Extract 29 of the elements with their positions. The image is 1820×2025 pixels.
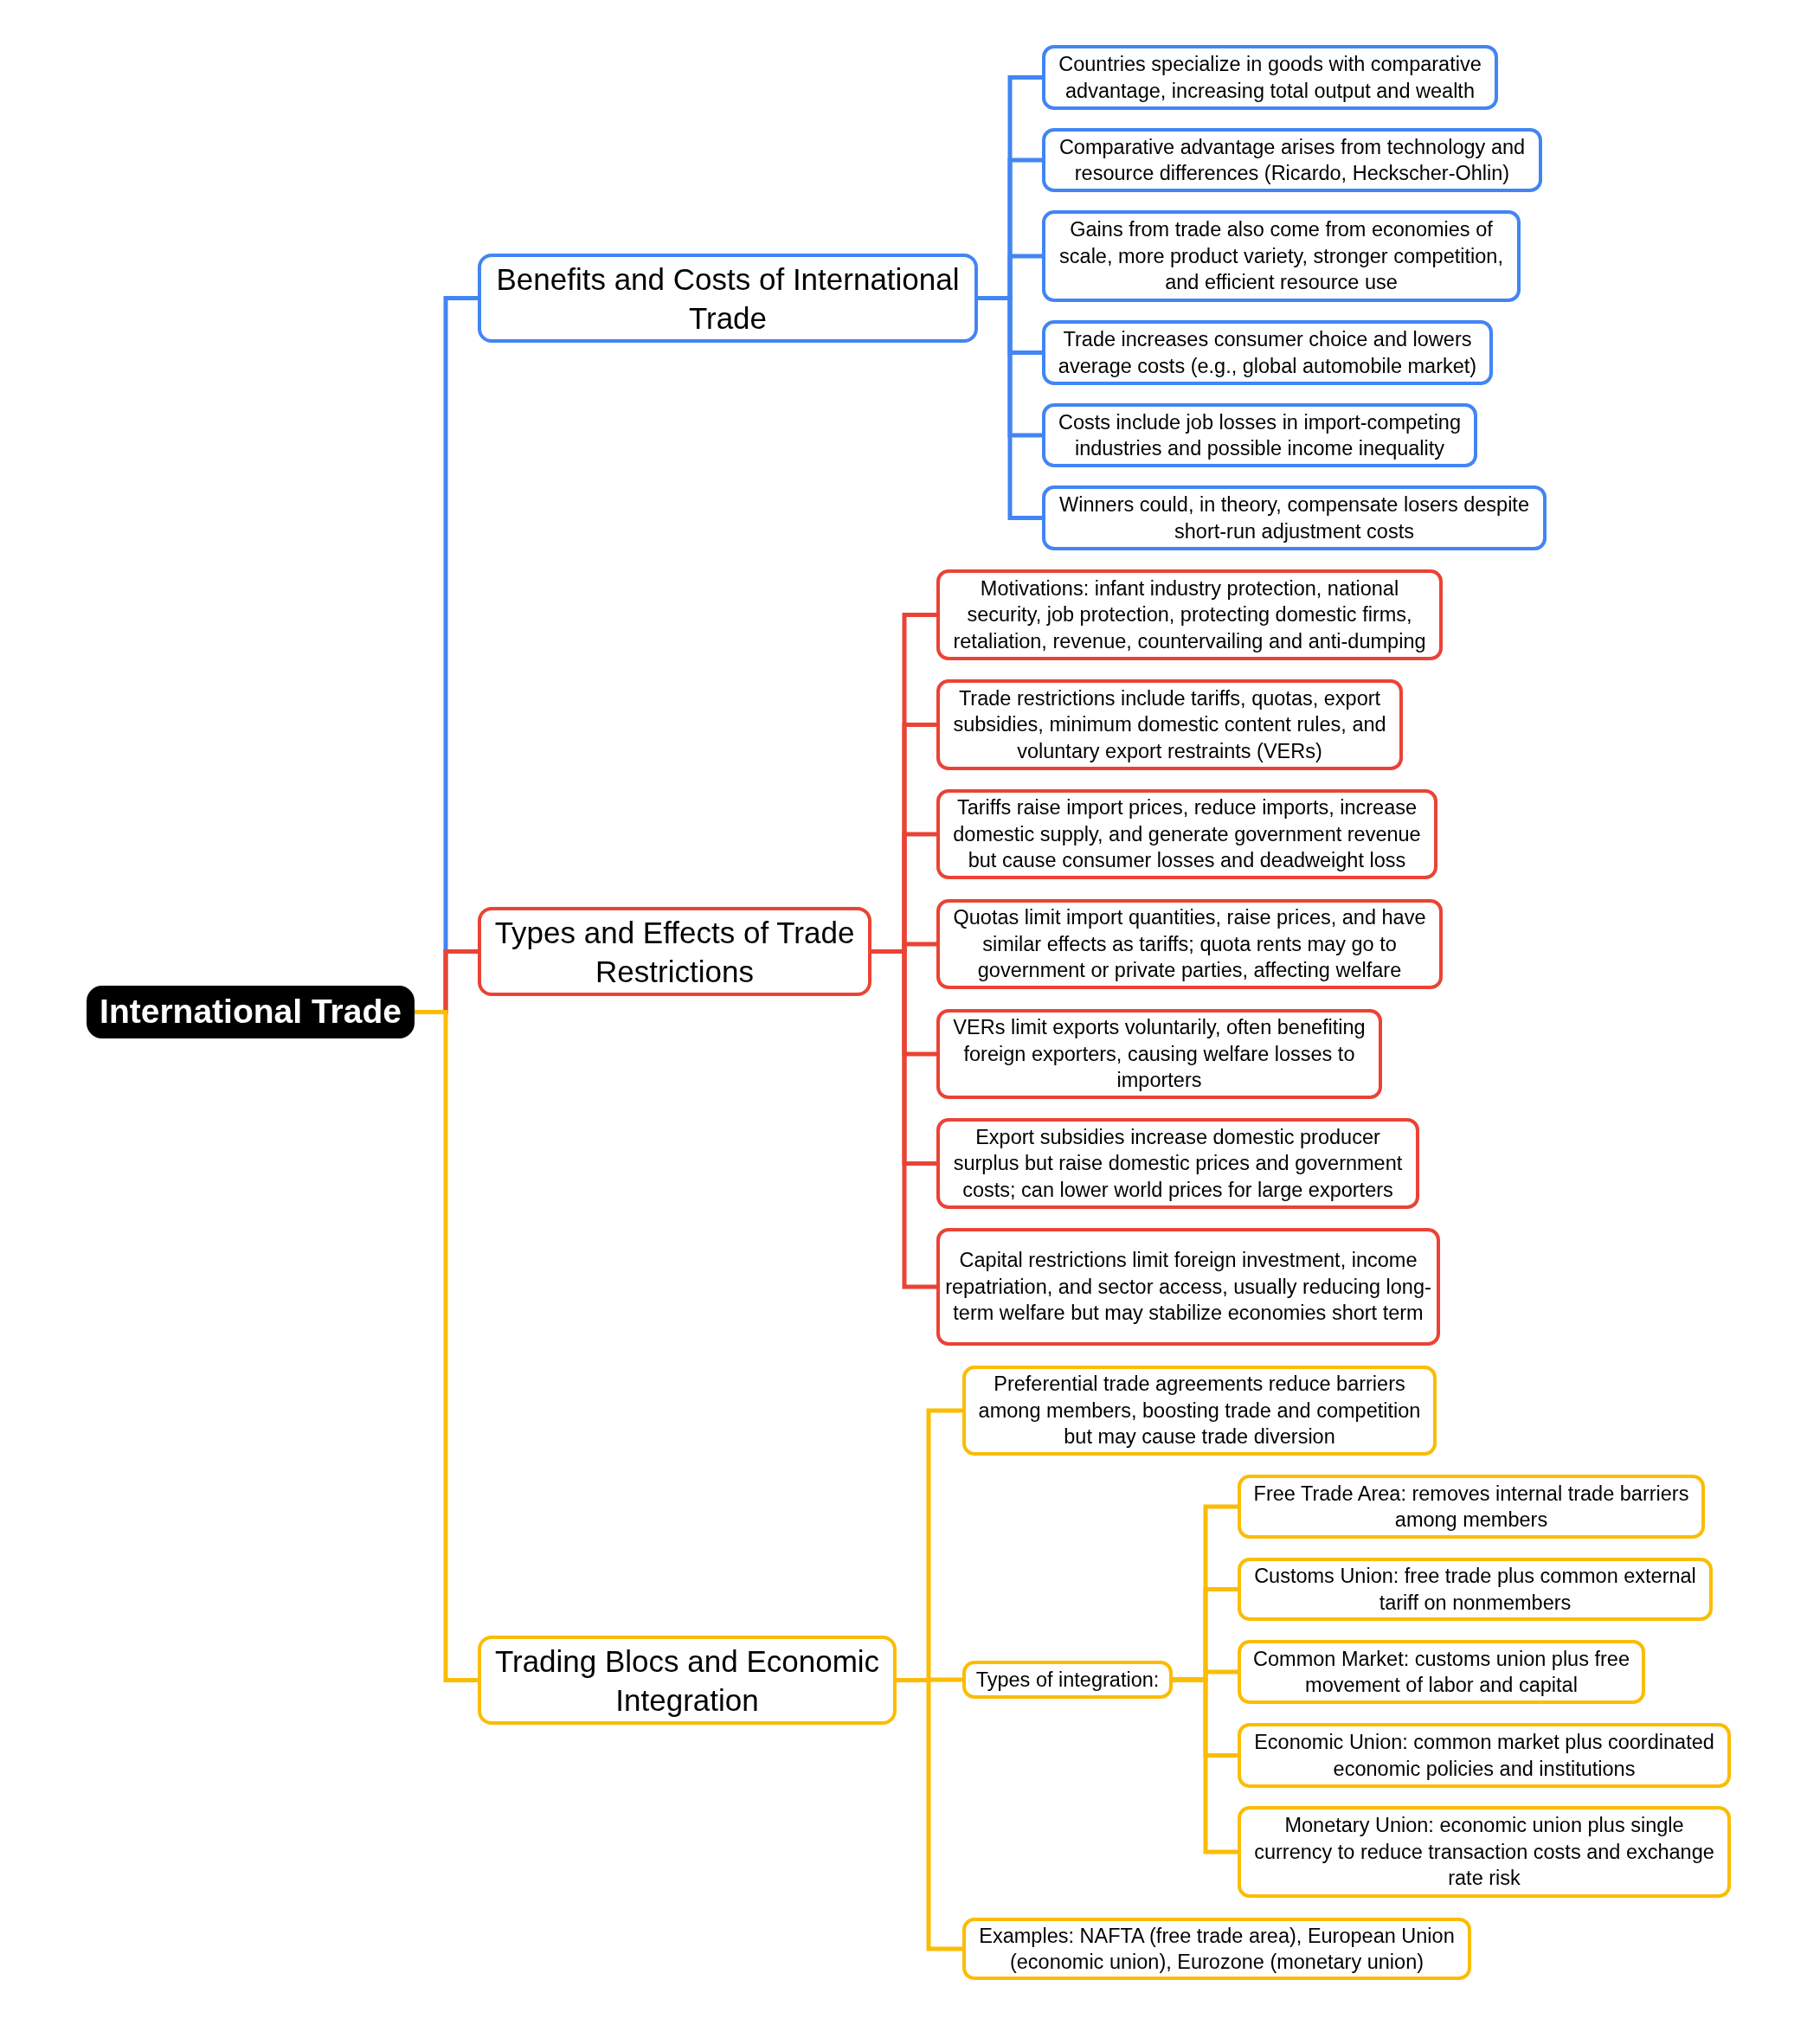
- subtopic-box: Quotas limit import quantities, raise prices, and have similar effects as tariffs; quota rents may go to government or private parties, affecting welfare: [936, 899, 1443, 989]
- connector-line: [415, 1010, 478, 1682]
- subtopic-box: Winners could, in theory, compensate losers despite short-run adjustment costs: [1042, 485, 1547, 550]
- subtopic-box: Common Market: customs union plus free movement of labor and capital: [1238, 1640, 1645, 1704]
- subtopic-box: Motivations: infant industry protection, national security, job protection, protecting domestic firms, retaliation, revenue, countervailing and anti-dumping: [936, 569, 1443, 660]
- subtopic-box: Export subsidies increase domestic producer surplus but raise domestic prices and government costs; can lower world prices for large exporters: [936, 1118, 1419, 1209]
- connector-line: [978, 296, 1042, 520]
- subtopic-box: Countries specialize in goods with comparative advantage, increasing total output and wealth: [1042, 45, 1498, 110]
- connector-line: [897, 1678, 962, 1951]
- central-topic: International Trade: [87, 986, 415, 1038]
- subtopic-box: Customs Union: free trade plus common external tariff on nonmembers: [1238, 1558, 1713, 1621]
- subtopic-box: Comparative advantage arises from technology and resource differences (Ricardo, Heckscher-Ohlin): [1042, 128, 1542, 192]
- subtopic-box: Costs include job losses in import-competing industries and possible income inequality: [1042, 403, 1477, 467]
- subtopic-box: Trade increases consumer choice and lowers average costs (e.g., global automobile market): [1042, 320, 1493, 385]
- branch-topic-box: Benefits and Costs of International Trade: [478, 254, 978, 343]
- subtopic-box: Gains from trade also come from economies of scale, more product variety, stronger competition, and efficient resource use: [1042, 210, 1521, 302]
- branch-topic-box: Types and Effects of Trade Restrictions: [478, 907, 871, 996]
- subtopic-box: VERs limit exports voluntarily, often benefiting foreign exporters, causing welfare losses to importers: [936, 1009, 1382, 1099]
- subtopic-box: Preferential trade agreements reduce barriers among members, boosting trade and competition but may cause trade diversion: [962, 1366, 1437, 1456]
- subtopic-box: Economic Union: common market plus coordinated economic policies and institutions: [1238, 1723, 1731, 1788]
- subtopic-box: Examples: NAFTA (free trade area), European Union (economic union), Eurozone (monetary union): [962, 1918, 1471, 1980]
- branch-topic-box: Trading Blocs and Economic Integration: [478, 1636, 897, 1725]
- subtopic-box: Types of integration:: [962, 1661, 1173, 1699]
- subtopic-box: Tariffs raise import prices, reduce imports, increase domestic supply, and generate government revenue but cause consumer losses and deadweight loss: [936, 789, 1437, 879]
- subtopic-box: Free Trade Area: removes internal trade barriers among members: [1238, 1475, 1705, 1539]
- subtopic-box: Trade restrictions include tariffs, quotas, export subsidies, minimum domestic content rules, and voluntary export restraints (VERs): [936, 679, 1403, 770]
- subtopic-box: Monetary Union: economic union plus single currency to reduce transaction costs and exchange rate risk: [1238, 1806, 1731, 1898]
- connector-line: [1173, 1677, 1238, 1855]
- subtopic-box: Capital restrictions limit foreign investment, income repatriation, and sector access, usually reducing long-term welfare but may stabilize economies short term: [936, 1228, 1440, 1346]
